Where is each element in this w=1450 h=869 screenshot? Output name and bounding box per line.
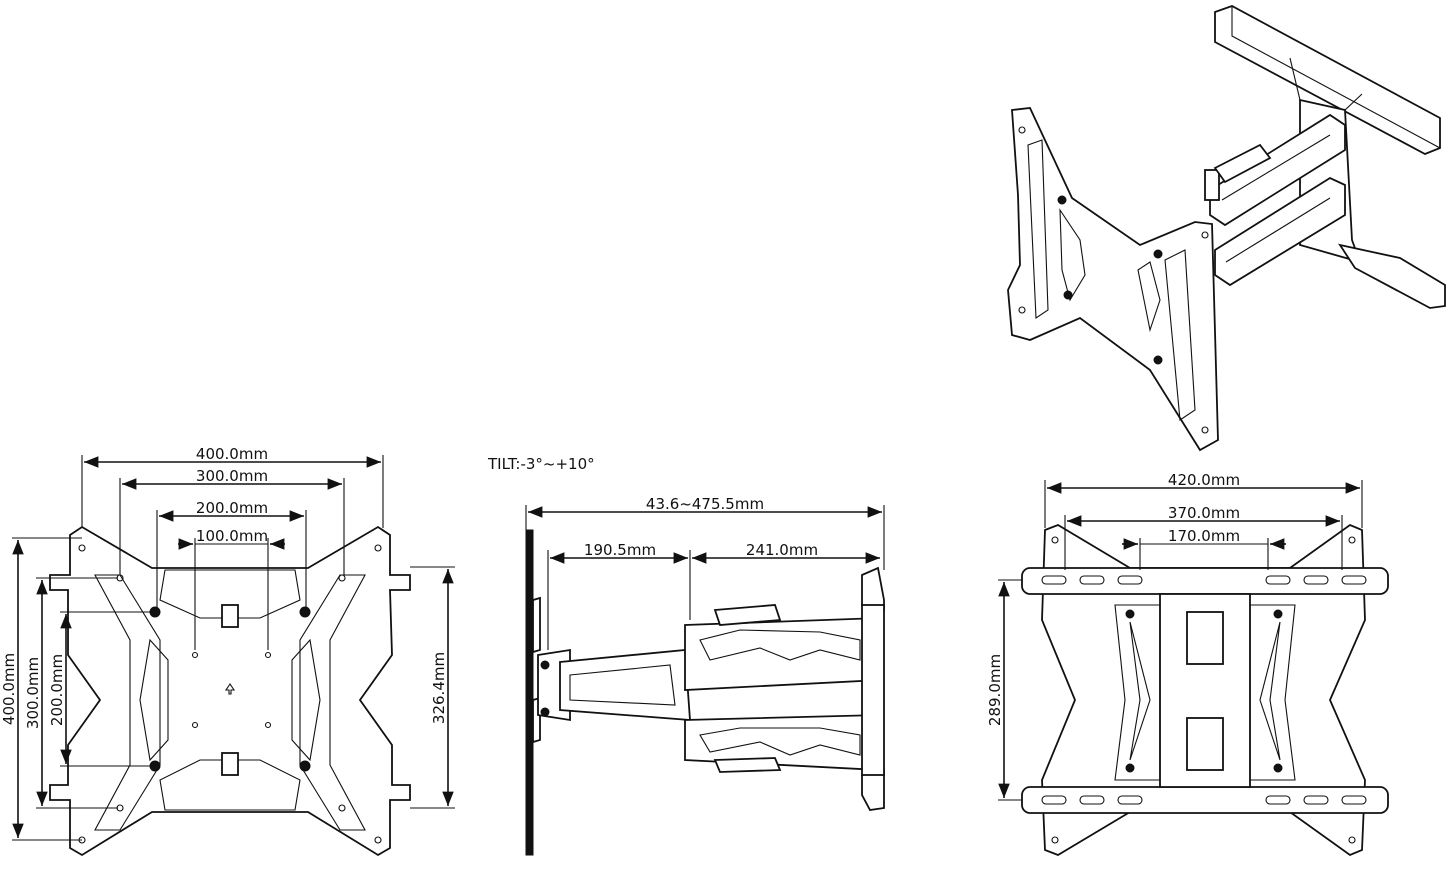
dim-height-326: 326.4mm bbox=[430, 652, 448, 724]
front-view: 400.0mm 300.0mm 200.0mm 100.0mm 400.0mm … bbox=[0, 445, 455, 857]
tilt-range-label: TILT:-3°~+10° bbox=[488, 455, 595, 473]
dim-extension: 43.6~475.5mm bbox=[646, 495, 764, 513]
dim-width-170: 170.0mm bbox=[1168, 527, 1240, 545]
dim-width-200: 200.0mm bbox=[196, 499, 268, 517]
back-view: 420.0mm 370.0mm 170.0mm 289.0mm bbox=[986, 471, 1389, 857]
dim-width-100: 100.0mm bbox=[196, 527, 268, 545]
dim-height-400: 400.0mm bbox=[0, 653, 18, 725]
isometric-view bbox=[1007, 5, 1446, 452]
dim-width-420: 420.0mm bbox=[1168, 471, 1240, 489]
dim-arm-2: 241.0mm bbox=[746, 541, 818, 559]
dim-height-300: 300.0mm bbox=[24, 657, 42, 729]
dim-height-200: 200.0mm bbox=[48, 654, 66, 726]
dim-width-300: 300.0mm bbox=[196, 467, 268, 485]
dim-height-289: 289.0mm bbox=[986, 654, 1004, 726]
side-view: 43.6~475.5mm 190.5mm 241.0mm bbox=[525, 495, 885, 856]
dim-width-400: 400.0mm bbox=[196, 445, 268, 463]
dim-width-370: 370.0mm bbox=[1168, 504, 1240, 522]
dim-arm-1: 190.5mm bbox=[584, 541, 656, 559]
